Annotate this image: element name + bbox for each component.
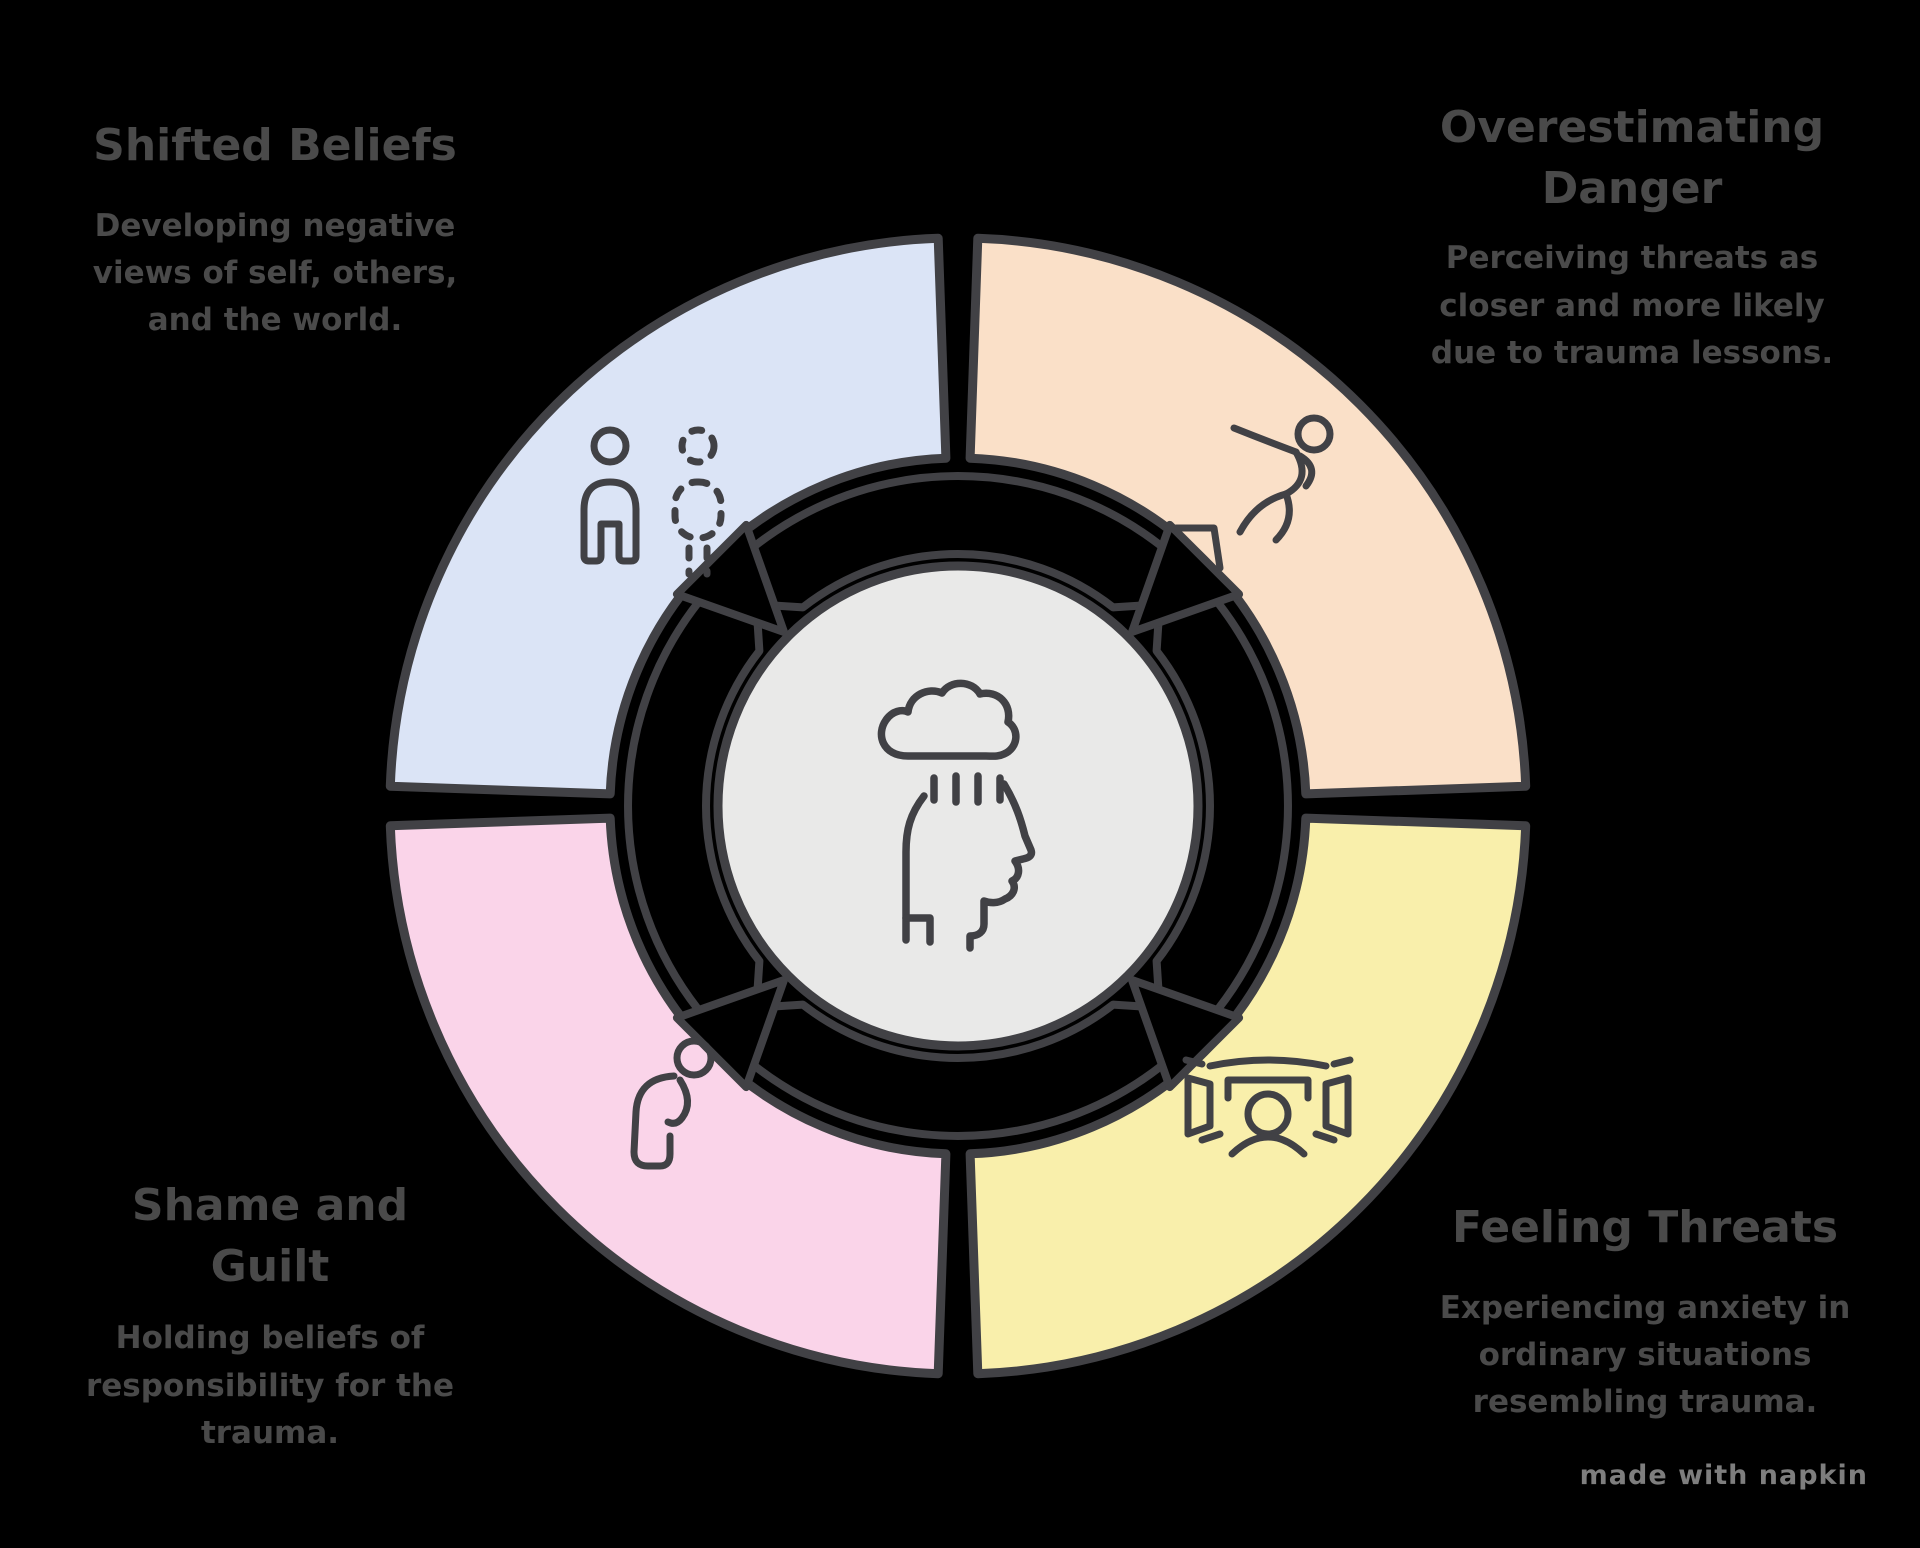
label-block-shame-and-guilt: Shame and Guilt Holding beliefs of respo… [40,1176,500,1457]
notch-spike-bottom-right [1128,976,1244,1092]
quadrant-title: Feeling Threats [1451,1202,1839,1253]
watermark: made with napkin [1579,1460,1868,1491]
quadrant-description: Developing negative views of self, other… [92,207,458,338]
quadrant-description: Perceiving threats as closer and more li… [1430,240,1834,371]
slumped-person-icon [630,1037,715,1170]
quadrant-title: Overestimating Danger [1439,102,1825,214]
quadrant-description: Holding beliefs of responsibility for th… [85,1320,455,1451]
notch-spike-top-left [672,520,788,636]
quadrant-title: Shifted Beliefs [93,120,457,171]
quadrant-top-left [385,233,951,799]
quadrant-bottom-right [965,813,1531,1379]
label-block-feeling-threats: Feeling Threats Experiencing anxiety in … [1415,1198,1875,1426]
notch-spike-top-right [1128,520,1244,636]
head-with-rain-cloud-icon [877,679,1036,952]
quadrant-title: Shame and Guilt [131,1180,409,1292]
center-circle [713,561,1203,1051]
surrounded-person-icon [1182,1056,1354,1158]
label-block-shifted-beliefs: Shifted Beliefs Developing negative view… [40,116,510,344]
label-block-overestimating-danger: Overestimating Danger Perceiving threats… [1402,98,1862,377]
self-and-others-people-icon [580,426,725,578]
quadrant-bottom-left [385,813,951,1379]
quadrant-description: Experiencing anxiety in ordinary situati… [1439,1289,1851,1420]
slipping-person-icon [1172,414,1334,572]
